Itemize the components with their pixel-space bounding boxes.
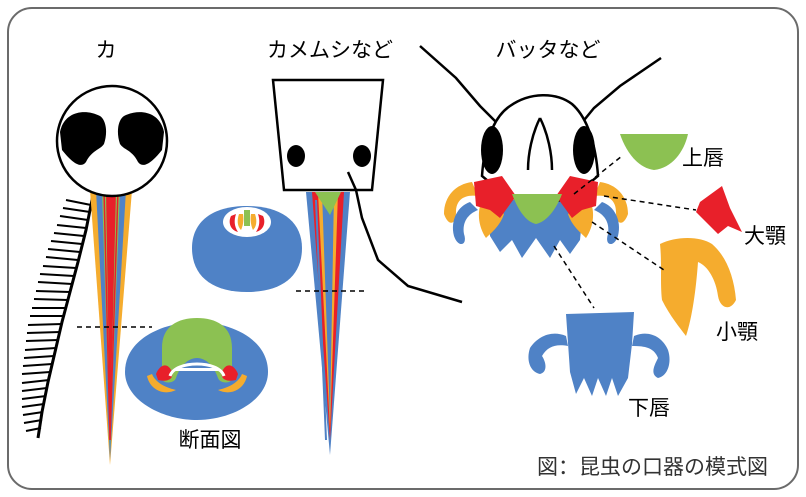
grasshopper-right-palp xyxy=(594,202,620,245)
stinkbug-right-eye xyxy=(353,145,371,167)
mosquito-proboscis xyxy=(90,189,132,465)
stinkbug-antenna xyxy=(346,171,463,304)
maxilla-part xyxy=(660,238,736,336)
grasshopper-left-eye xyxy=(481,126,503,174)
leader-lines xyxy=(553,155,697,309)
stinkbug-figure xyxy=(192,78,463,455)
label-stinkbug: カメムシなど xyxy=(267,38,393,62)
mosquito-antenna xyxy=(21,174,98,439)
stinkbug-beak xyxy=(306,192,350,455)
upper-lip-part xyxy=(620,134,688,170)
grasshopper-lower-lip xyxy=(488,200,584,258)
lower-lip-part xyxy=(528,312,670,396)
label-mandible: 大顎 xyxy=(744,224,786,248)
label-mosquito: カ xyxy=(96,38,117,62)
stinkbug-head xyxy=(271,78,385,192)
grasshopper-left-mandible xyxy=(474,176,516,218)
mosquito-cross-section xyxy=(125,318,268,420)
mosquito-left-eye xyxy=(60,112,107,165)
label-cross-section: 断面図 xyxy=(179,428,242,452)
grasshopper-right-eye xyxy=(573,126,595,174)
mandible-part xyxy=(696,186,742,234)
grasshopper-left-antenna xyxy=(419,45,501,127)
label-maxilla: 小顎 xyxy=(716,320,758,344)
grasshopper-left-palp xyxy=(452,202,478,245)
grasshopper-right-mandible xyxy=(556,176,598,218)
label-lower-lip: 下唇 xyxy=(628,396,670,420)
figure-caption: 図：昆虫の口器の模式図 xyxy=(537,455,768,479)
stinkbug-left-eye xyxy=(287,145,305,167)
stinkbug-cross-section xyxy=(192,206,302,292)
label-grasshopper: バッタなど xyxy=(496,38,601,62)
grasshopper-right-maxilla xyxy=(594,182,628,223)
mosquito-right-eye xyxy=(117,112,164,165)
grasshopper-upper-lip xyxy=(512,194,562,224)
mosquito-figure xyxy=(21,84,268,465)
grasshopper-left-maxilla xyxy=(444,182,478,223)
grasshopper-figure xyxy=(419,45,742,396)
label-upper-lip: 上唇 xyxy=(682,146,724,170)
